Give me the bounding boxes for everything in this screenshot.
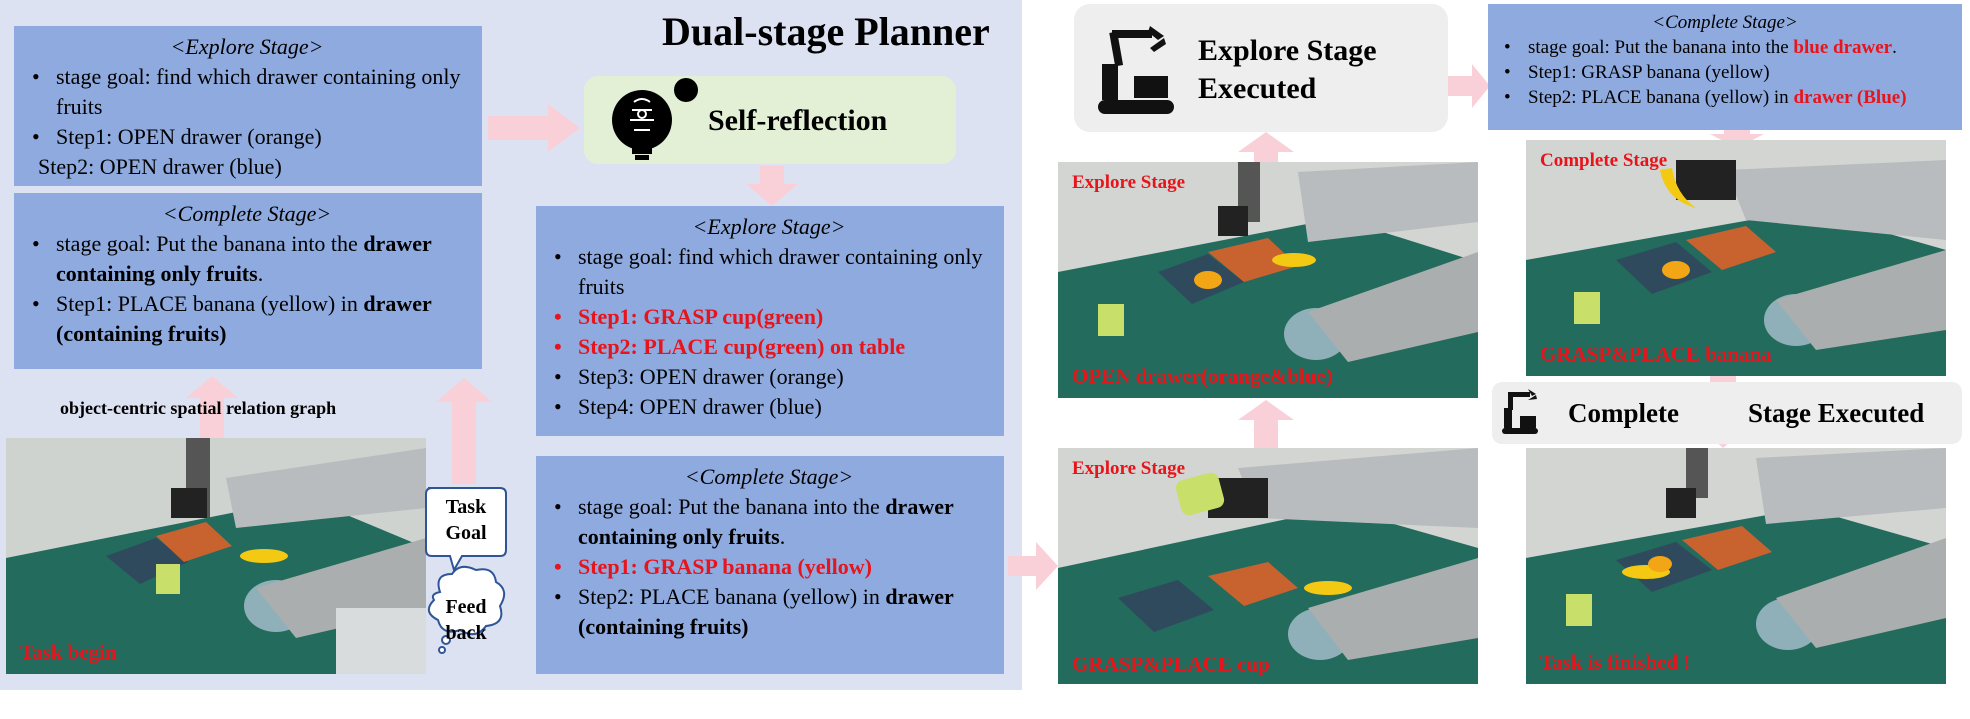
photo-explore-open-drawers [1058,162,1478,398]
arrow-explore-up [1238,400,1294,448]
step-2: Step2: PLACE banana (yellow) in drawer (… [1500,85,1950,110]
robot-arm-icon [1098,26,1174,114]
self-reflection-label: Self-reflection [708,104,888,137]
photo-explore-grasp-cup [1058,448,1478,684]
step-2: Step2: OPEN drawer (blue) [38,154,282,179]
initial-complete-stage: <Complete Stage> stage goal: Put the ban… [14,193,482,369]
step-1: Step1: PLACE banana (yellow) in drawer (… [28,289,466,349]
stage-title: <Complete Stage> [162,201,332,226]
arrow-graph-up [186,376,238,438]
final-complete-stage: <Complete Stage> stage goal: Put the ban… [1488,4,1962,130]
step-4: Step4: OPEN drawer (blue) [550,392,988,422]
stage-goal: stage goal: Put the banana into the draw… [28,229,466,289]
photo-task-begin [6,438,426,674]
complete-stage-tag: Complete Stage [1540,150,1668,171]
stage-goal: stage goal: find which drawer containing… [550,242,988,302]
task-begin-label: Task begin [20,640,117,664]
feedback-cloud [427,565,506,636]
graph-label: object-centric spatial relation graph [60,398,337,418]
speech-bubbles [425,487,507,654]
step-1: Step1: GRASP banana (yellow) [1500,60,1950,85]
explore-stage-tag-bottom: Explore Stage [1072,458,1186,479]
explore-open-caption: OPEN drawer(orange&blue) [1072,364,1333,388]
arrow-to-execution [1008,542,1058,590]
stage-goal: stage goal: Put the banana into the draw… [550,492,988,552]
step-2: Step2: PLACE cup(green) on table [550,332,988,362]
arrow-final-down [1710,128,1764,148]
grasp-cup-caption: GRASP&PLACE cup [1072,652,1270,676]
main-title: Dual-stage Planner [662,9,990,54]
step-1: Step1: OPEN drawer (orange) [28,122,466,152]
brain-bulb-icon [612,78,698,160]
stage-goal: stage goal: find which drawer containing… [28,62,466,122]
complete-executed-left: Complete [1568,398,1679,428]
task-goal-bubble [425,487,507,573]
photo-task-finished [1526,448,1946,684]
stage-goal: stage goal: Put the banana into the blue… [1500,35,1950,60]
arrow-to-explore-executed [1238,132,1294,164]
arrow-to-final-plan [1448,64,1490,108]
initial-explore-stage: <Explore Stage> stage goal: find which d… [14,26,482,186]
complete-executed-box [1492,382,1962,444]
stage-title: <Explore Stage> [692,214,846,239]
arrow-reflection-down [746,166,798,206]
step-3: Step3: OPEN drawer (orange) [550,362,988,392]
stage-title: <Complete Stage> [1652,12,1798,33]
arrow-to-reflection [488,104,580,152]
step-1: Step1: GRASP cup(green) [550,302,988,332]
step-2: Step2: PLACE banana (yellow) in drawer (… [550,582,988,642]
step-1: Step1: GRASP banana (yellow) [550,552,988,582]
grasp-banana-caption: GRASP&PLACE banana [1540,342,1772,366]
stage-title: <Explore Stage> [170,34,324,59]
arrow-goal-up [436,378,492,484]
explore-stage-tag-top: Explore Stage [1072,172,1186,193]
stage-title: <Complete Stage> [684,464,854,489]
refined-explore-stage: <Explore Stage> stage goal: find which d… [536,206,1004,436]
robot-arm-icon-small [1502,389,1538,434]
photo-complete-grasp-banana [1526,140,1946,376]
complete-executed-right: Stage Executed [1748,398,1925,428]
task-finished-label: Task is finished ! [1540,650,1691,674]
refined-complete-stage: <Complete Stage> stage goal: Put the ban… [536,456,1004,674]
